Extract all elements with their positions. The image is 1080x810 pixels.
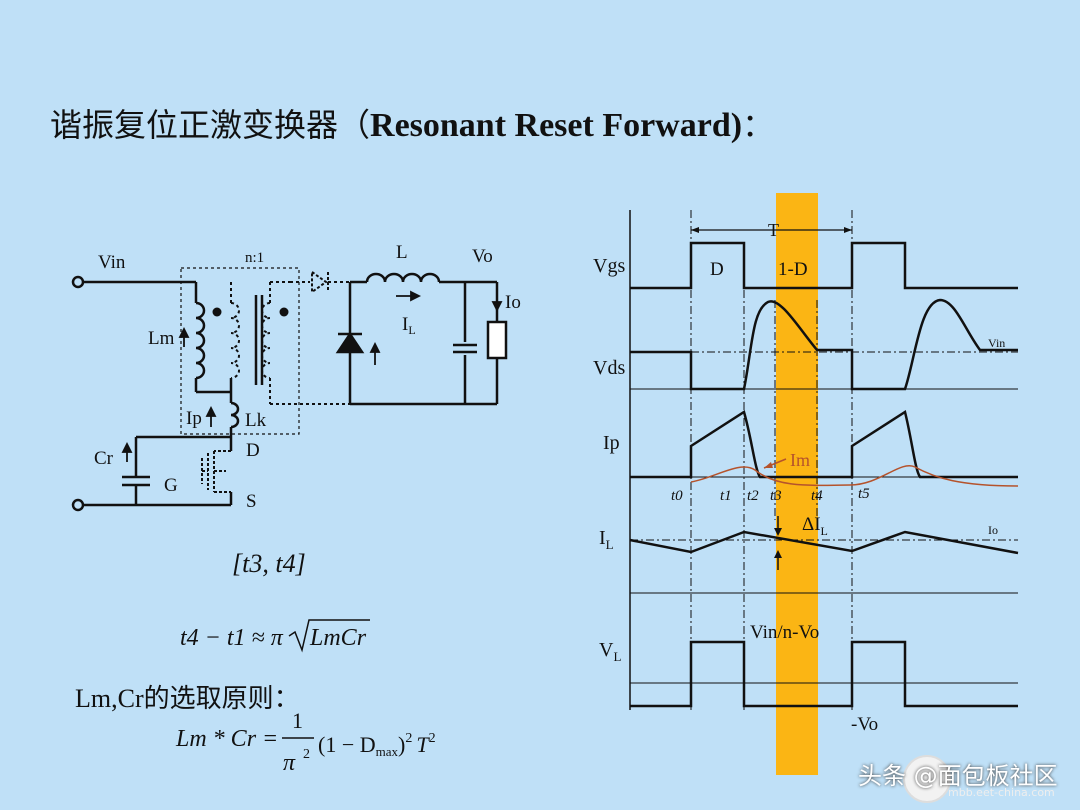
freewheel-diode	[335, 331, 365, 354]
off-duty-label: 1-D	[778, 259, 808, 280]
t1-label: t1	[720, 488, 732, 504]
ratio-label: n:1	[245, 250, 264, 266]
formula1-lhs: t4 − t1 ≈ π	[180, 625, 284, 651]
vgs-label: Vgs	[593, 255, 625, 277]
vl-trace	[630, 640, 1018, 708]
g-label: G	[164, 475, 178, 496]
ip-row-label: Ip	[603, 432, 620, 454]
period-label: T	[768, 220, 779, 240]
cr-label: Cr	[94, 448, 114, 469]
t2-label: t2	[747, 488, 759, 504]
t0-label: t0	[671, 488, 683, 504]
lk-inductor	[230, 401, 240, 429]
circuit-labels: Vin n:1 L Vo Io IL Lm Ip Lk Cr D G S	[94, 242, 521, 512]
formula2-denominator: π	[283, 750, 296, 776]
vgs-trace	[630, 241, 1018, 290]
primary-dot	[212, 307, 222, 317]
watermark-url: mbb.eet-china.com	[948, 786, 1055, 799]
formula1-radicand: LmCr	[309, 625, 367, 651]
formula2-lhs: Lm * Cr =	[175, 726, 278, 752]
title-en: Resonant Reset Forward)	[370, 107, 743, 144]
waveform-traces	[629, 241, 1019, 708]
t5-label: t5	[858, 486, 870, 502]
timing-diagram: T Vgs Vds Ip IL VL D 1-D Vin Im t0 t1 t2	[593, 193, 1019, 775]
il-row-label: IL	[599, 527, 614, 552]
gnd-terminal	[71, 498, 85, 512]
lm-label: Lm	[148, 328, 175, 349]
circuit-schematic	[71, 267, 508, 512]
ip-label: Ip	[186, 408, 202, 429]
t4-label: t4	[811, 488, 823, 504]
d-label: D	[246, 440, 260, 461]
vds-trace	[630, 298, 1018, 391]
vin-terminal	[71, 275, 85, 289]
vl-high-label: Vin/n-Vo	[750, 622, 819, 643]
time-markers: t0 t1 t2 t3 t4 t5	[671, 486, 870, 504]
lm-inductor	[195, 301, 206, 380]
secondary-dot	[279, 307, 289, 317]
primary-winding	[230, 302, 240, 379]
output-inductor	[365, 272, 441, 283]
formula2-numerator: 1	[292, 708, 303, 733]
il-label: IL	[402, 314, 416, 337]
formula2-den-exp: 2	[303, 747, 310, 762]
vin-label: Vin	[98, 252, 126, 273]
vl-row-label: VL	[599, 639, 621, 664]
im-label: Im	[790, 450, 810, 470]
load-resistor	[486, 320, 508, 360]
secondary-winding	[261, 302, 271, 379]
delta-il-label: ΔIL	[802, 514, 828, 538]
lk-label: Lk	[245, 410, 267, 431]
ip-trace	[630, 410, 1018, 479]
io-label: Io	[505, 292, 521, 313]
s-label: S	[246, 491, 257, 512]
watermark-avatar-icon	[903, 755, 951, 803]
forward-diode	[311, 270, 328, 294]
inductor-label: L	[396, 242, 408, 263]
formula-resonant-time: t4 − t1 ≈ π LmCr	[180, 619, 370, 653]
vds-label: Vds	[593, 357, 625, 379]
im-trace	[690, 465, 1019, 487]
duty-label: D	[710, 259, 724, 280]
vds-vin-label: Vin	[988, 336, 1005, 350]
io-level-label: Io	[988, 523, 998, 537]
il-trace	[629, 530, 1019, 555]
t3-label: t3	[770, 488, 782, 504]
time-guides	[630, 210, 1018, 710]
lmcr-selection-label: Lm,Cr的选取原则：	[75, 684, 300, 713]
page-title: 谐振复位正激变换器（Resonant Reset Forward)：	[50, 100, 774, 146]
title-cn: 谐振复位正激变换器（	[50, 106, 371, 144]
transformer-box	[180, 267, 300, 435]
mosfet-switch	[201, 450, 231, 493]
vo-label: Vo	[472, 246, 493, 267]
vl-low-label: -Vo	[851, 714, 878, 735]
current-arrows	[121, 288, 503, 462]
interval-label: [t3, t4]	[232, 549, 306, 578]
title-colon: ：	[742, 106, 775, 144]
watermark: 头条 @面包板社区	[858, 762, 1058, 790]
